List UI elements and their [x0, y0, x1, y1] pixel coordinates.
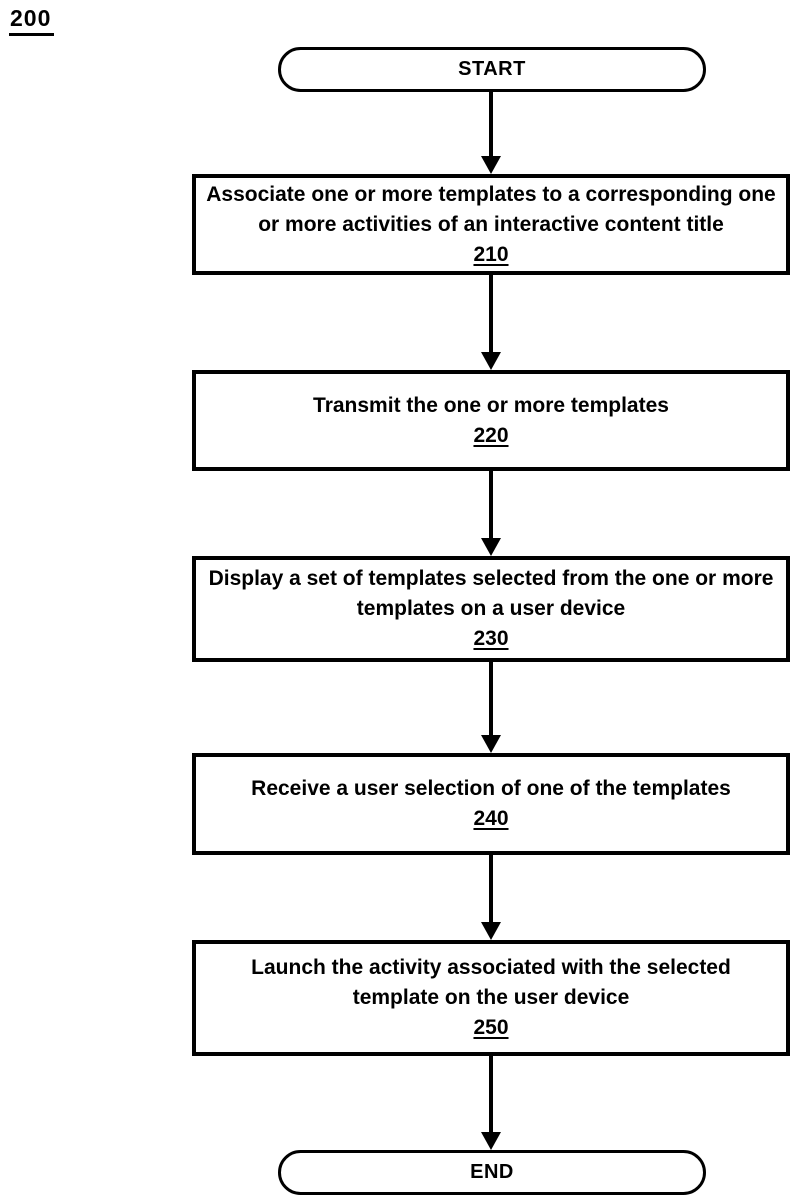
process-box-230: Display a set of templates selected from… [192, 556, 790, 662]
process-box-240: Receive a user selection of one of the t… [192, 753, 790, 855]
figure-number-label: 200 [9, 5, 55, 36]
flow-arrow-220-to-230 [481, 471, 501, 556]
flow-arrow-230-to-240 [481, 662, 501, 753]
arrow-stem [489, 275, 493, 352]
process-box-220: Transmit the one or more templates 220 [192, 370, 790, 471]
arrow-head-icon [481, 156, 501, 174]
flow-arrow-210-to-220 [481, 275, 501, 370]
arrow-stem [489, 1056, 493, 1132]
process-box-210: Associate one or more templates to a cor… [192, 174, 790, 275]
arrow-stem [489, 92, 493, 156]
process-box-230-text: Display a set of templates selected from… [208, 567, 774, 620]
end-terminal-label: END [470, 1161, 514, 1183]
arrow-stem [489, 471, 493, 538]
process-box-250: Launch the activity associated with the … [192, 940, 790, 1056]
flow-arrow-250-to-end [481, 1056, 501, 1150]
process-box-240-text: Receive a user selection of one of the t… [251, 777, 731, 800]
flow-arrow-start-to-210 [481, 92, 501, 174]
arrow-stem [489, 855, 493, 922]
start-terminal-label: START [458, 58, 526, 80]
arrow-head-icon [481, 922, 501, 940]
process-box-250-text: Launch the activity associated with the … [251, 956, 731, 1009]
end-terminal: END [278, 1150, 706, 1195]
arrow-head-icon [481, 1132, 501, 1150]
process-box-210-ref: 210 [473, 242, 509, 266]
process-box-210-text: Associate one or more templates to a cor… [206, 182, 776, 236]
arrow-head-icon [481, 735, 501, 753]
process-box-250-ref: 250 [473, 1016, 509, 1039]
process-box-220-text: Transmit the one or more templates [313, 393, 669, 417]
start-terminal: START [278, 47, 706, 92]
flow-arrow-240-to-250 [481, 855, 501, 940]
arrow-head-icon [481, 538, 501, 556]
process-box-220-ref: 220 [473, 423, 509, 447]
arrow-head-icon [481, 352, 501, 370]
process-box-240-ref: 240 [473, 807, 509, 830]
arrow-stem [489, 662, 493, 735]
process-box-230-ref: 230 [473, 627, 509, 650]
